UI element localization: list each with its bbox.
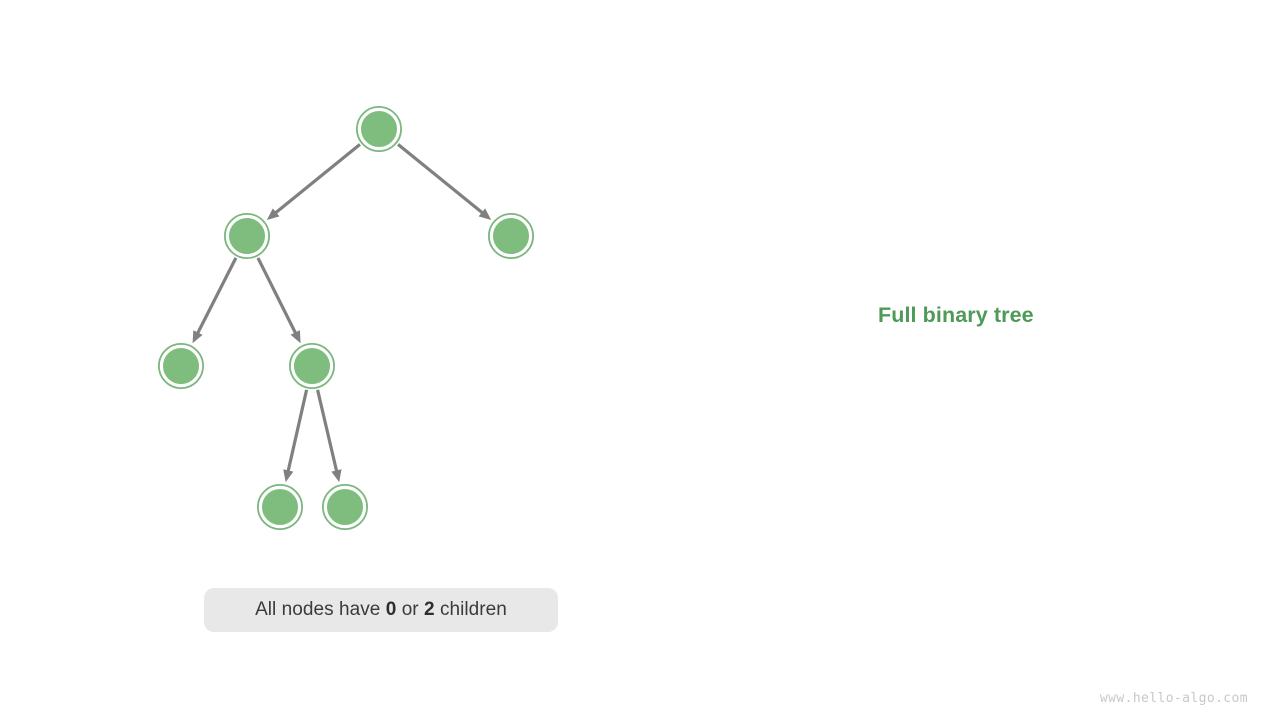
- tree-node[interactable]: [288, 342, 335, 389]
- watermark-text: www.hello-algo.com: [1099, 691, 1248, 706]
- tree-node[interactable]: [223, 212, 270, 259]
- tree-edge: [283, 389, 309, 483]
- caption-segment-1: 0: [385, 599, 397, 620]
- tree-node[interactable]: [487, 212, 534, 259]
- tree-edge: [192, 257, 238, 344]
- node-fill: [259, 486, 301, 528]
- node-fill: [291, 345, 333, 387]
- tree-edge: [256, 257, 301, 344]
- tree-edge: [397, 143, 492, 220]
- node-outer-ring: [223, 212, 270, 259]
- node-outer-ring: [355, 106, 402, 153]
- caption-segment-4: children: [434, 599, 507, 620]
- caption-segment-3: 2: [424, 599, 435, 620]
- page-title: Full binary tree: [878, 303, 1034, 327]
- edge-line: [397, 143, 485, 215]
- tree-edge: [266, 143, 361, 220]
- caption-badge: All nodes have 0 or 2 children: [204, 588, 558, 632]
- node-fill: [160, 345, 202, 387]
- node-fill: [324, 486, 366, 528]
- node-outer-ring: [157, 342, 204, 389]
- edge-arrowhead: [192, 330, 203, 344]
- node-fill: [358, 108, 400, 150]
- tree-node[interactable]: [355, 106, 402, 153]
- node-outer-ring: [288, 342, 335, 389]
- node-outer-ring: [256, 483, 303, 530]
- edge-arrowhead: [478, 208, 492, 220]
- edge-line: [286, 389, 309, 473]
- tree-node[interactable]: [256, 483, 303, 530]
- tree-node[interactable]: [157, 342, 204, 389]
- edge-line: [195, 257, 238, 336]
- caption-segment-2: or: [396, 599, 425, 620]
- edge-line: [316, 389, 339, 473]
- node-outer-ring: [321, 483, 368, 530]
- tree-edges-layer: [192, 143, 492, 483]
- edge-arrowhead: [283, 469, 294, 483]
- node-outer-ring: [487, 212, 534, 259]
- edge-arrowhead: [266, 208, 280, 220]
- caption-text: All nodes have 0 or 2 children: [255, 599, 507, 621]
- tree-node[interactable]: [321, 483, 368, 530]
- edge-arrowhead: [331, 469, 342, 483]
- tree-edge: [316, 389, 342, 483]
- edge-line: [256, 257, 298, 335]
- tree-nodes-layer: [157, 106, 534, 530]
- edge-arrowhead: [290, 330, 301, 344]
- edge-line: [273, 143, 361, 215]
- node-fill: [490, 215, 532, 257]
- caption-segment-0: All nodes have: [255, 599, 386, 620]
- node-fill: [226, 215, 268, 257]
